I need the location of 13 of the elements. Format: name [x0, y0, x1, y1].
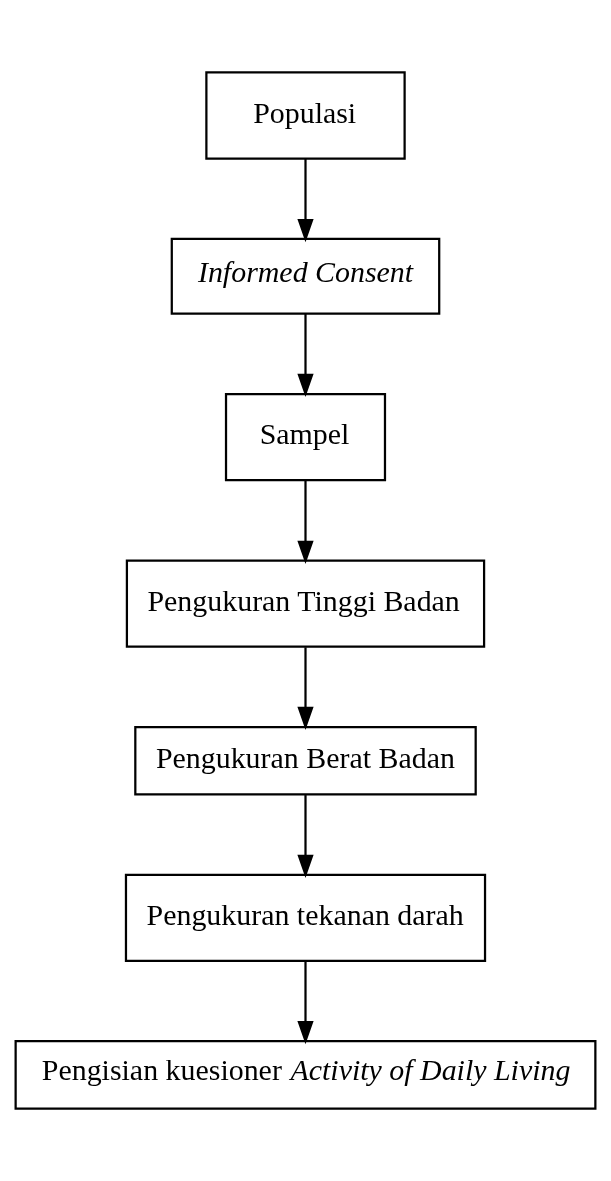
node-box: Informed Consent: [170, 237, 441, 315]
arrow: [297, 158, 314, 243]
node-box: Pengukuran tekanan darah: [124, 873, 487, 962]
arrow: [297, 795, 314, 879]
node-box: Populasi: [205, 71, 406, 160]
node-box: Sampel: [224, 393, 387, 482]
arrow: [297, 647, 314, 731]
arrow: [297, 313, 314, 398]
node-box: Pengisian kuesioner Activity of Daily Living: [14, 1040, 597, 1110]
arrow: [297, 480, 314, 564]
arrow: [297, 961, 314, 1045]
node-box: Pengukuran Berat Badan: [134, 725, 477, 796]
node-box: Pengukuran Tinggi Badan: [125, 559, 486, 648]
